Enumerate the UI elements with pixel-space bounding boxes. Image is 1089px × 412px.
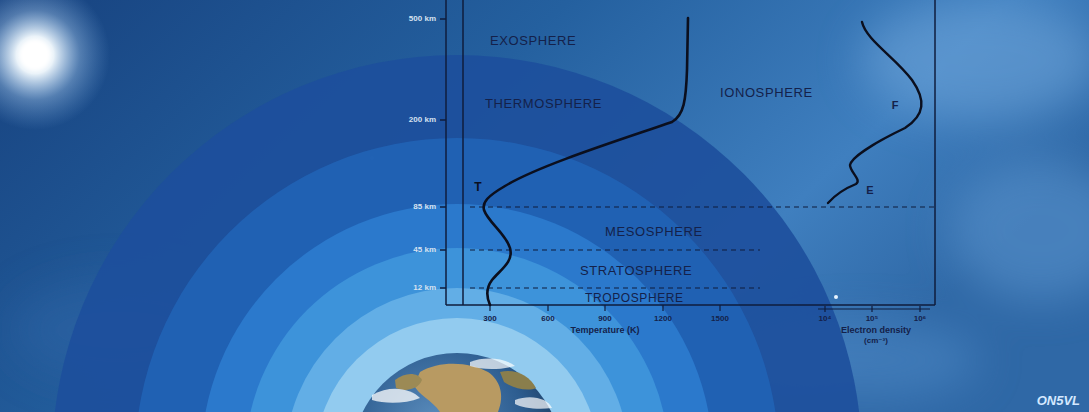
- electron-density-curve: [828, 22, 921, 203]
- layer-name: IONOSPHERE: [720, 86, 813, 99]
- curve-letter: T: [474, 181, 481, 193]
- layer-name: MESOSPHERE: [605, 225, 703, 238]
- altitude-label: 200 km: [409, 116, 436, 124]
- altitude-label: 85 km: [413, 203, 436, 211]
- axis-tick: 10⁴: [819, 315, 832, 323]
- axis-unit: (cm⁻³): [864, 337, 888, 345]
- axis-tick: 600: [541, 315, 554, 323]
- axis-title: Temperature (K): [571, 326, 640, 335]
- layer-name: TROPOSPHERE: [585, 292, 684, 304]
- axis-tick: 10⁶: [914, 315, 927, 323]
- axis-tick: 900: [598, 315, 611, 323]
- layer-name: EXOSPHERE: [490, 34, 576, 47]
- layer-boundaries: [470, 207, 935, 288]
- altitude-label: 500 km: [409, 15, 436, 23]
- star: [834, 295, 838, 299]
- temperature-curve: [484, 18, 688, 305]
- axis-tick: 10⁵: [866, 315, 879, 323]
- axis-tick: 1500: [711, 315, 729, 323]
- sun-glow: [0, 0, 110, 130]
- layer-name: STRATOSPHERE: [580, 264, 692, 277]
- altitude-label: 12 km: [413, 284, 436, 292]
- region-letter: E: [866, 185, 873, 196]
- earth-globe: [352, 353, 562, 412]
- axis-tick: 1200: [654, 315, 672, 323]
- axis-tick: 300: [483, 315, 496, 323]
- chart-frame: [440, 0, 935, 305]
- watermark: ON5VL: [1037, 394, 1080, 407]
- temperature-axis: [490, 305, 720, 311]
- electron-density-axis: [818, 306, 930, 312]
- sun: [19, 39, 51, 71]
- region-letter: F: [892, 100, 899, 111]
- altitude-label: 45 km: [413, 246, 436, 254]
- layer-name: THERMOSPHERE: [485, 97, 602, 110]
- axis-title: Electron density: [841, 326, 911, 335]
- atmosphere-bands: [52, 55, 862, 412]
